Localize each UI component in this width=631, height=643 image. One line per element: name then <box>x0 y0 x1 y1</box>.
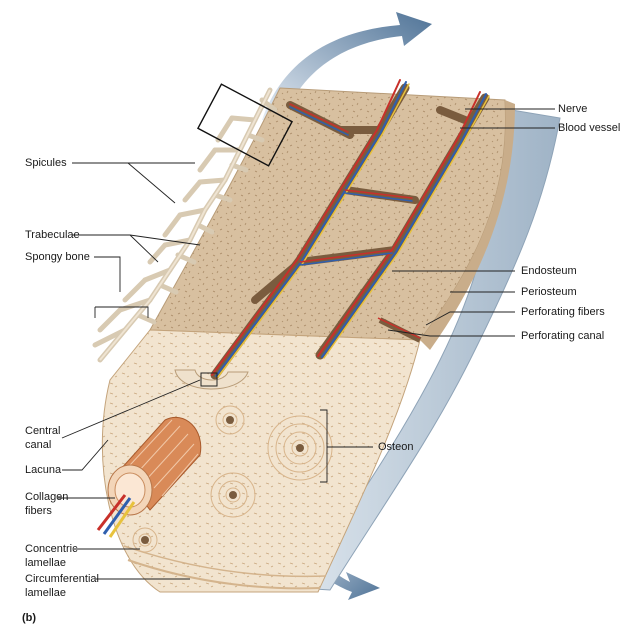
bone-cross-section <box>101 329 421 593</box>
leader-lines <box>58 108 555 580</box>
label-spongy-bone: Spongy bone <box>25 251 90 263</box>
circumferential-lamellae <box>127 559 321 590</box>
label-central-canal-line2: canal <box>25 439 52 451</box>
label-blood-vessel: Blood vessel <box>558 122 621 134</box>
label-concentric-line1: Concentric <box>25 543 78 555</box>
label-spicules: Spicules <box>25 157 67 169</box>
label-nerve: Nerve <box>558 103 588 115</box>
label-collagen-line1: Collagen <box>25 491 69 503</box>
label-circumferential-line2: lamellae <box>25 587 66 599</box>
label-lacuna: Lacuna <box>25 464 62 476</box>
central-canal-box <box>200 372 218 387</box>
label-perforating-fibers: Perforating fibers <box>521 306 605 318</box>
extracted-osteon <box>96 417 202 538</box>
blood-vessels <box>211 79 490 378</box>
arrow-lower <box>288 522 380 600</box>
spicules-box <box>196 83 294 167</box>
label-concentric-line2: lamellae <box>25 557 66 569</box>
label-periosteum: Periosteum <box>521 286 577 298</box>
perforating-canal <box>378 317 422 343</box>
spongy-bone-inner <box>99 89 271 361</box>
label-collagen-line2: fibers <box>25 505 52 517</box>
perforating-vessel <box>377 317 421 339</box>
label-trabeculae: Trabeculae <box>25 229 80 241</box>
label-central-canal-line1: Central <box>25 425 61 437</box>
bone-side-bevel <box>420 100 515 350</box>
label-circumferential-line1: Circumferential <box>25 573 99 585</box>
osteons <box>132 405 333 553</box>
periosteum-layer <box>299 107 561 591</box>
label-endosteum: Endosteum <box>521 265 577 277</box>
label-perforating-canal: Perforating canal <box>521 330 605 342</box>
central-canal-opening <box>174 369 249 390</box>
circumferential-lamellae-2 <box>123 545 327 578</box>
label-osteon: Osteon <box>378 441 414 453</box>
central-canals <box>141 416 304 544</box>
panel-label: (b) <box>22 612 37 624</box>
